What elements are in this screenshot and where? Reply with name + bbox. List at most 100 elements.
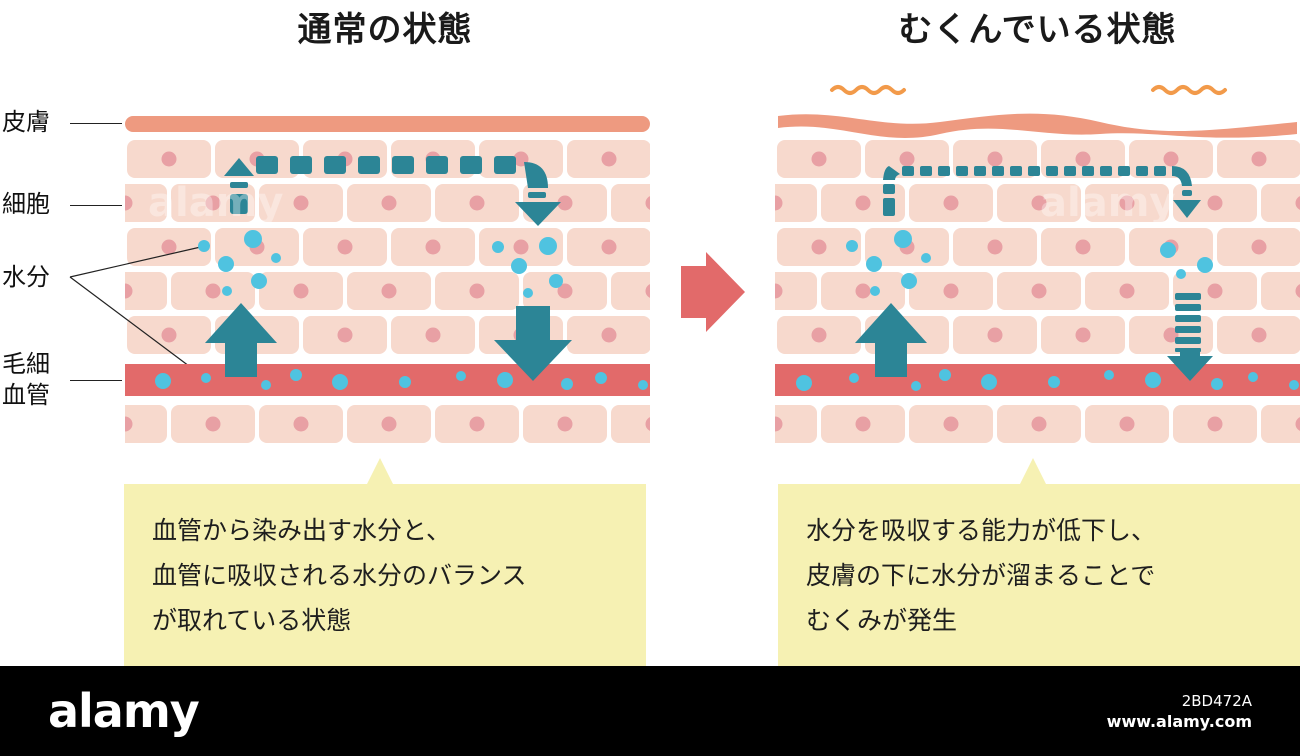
wavy-line-icon bbox=[1151, 85, 1227, 95]
footer-bar: alamy 2BD472A www.alamy.com bbox=[0, 666, 1300, 756]
water-drop bbox=[497, 372, 513, 388]
cell-nucleus bbox=[1163, 327, 1179, 343]
water-drop bbox=[271, 253, 281, 263]
cell-nucleus bbox=[381, 195, 397, 211]
water-drop bbox=[1248, 372, 1258, 382]
cell-nucleus bbox=[811, 327, 827, 343]
cell-nucleus bbox=[775, 283, 783, 299]
water-drop bbox=[218, 256, 234, 272]
cell-nucleus bbox=[1031, 195, 1047, 211]
water-drop bbox=[921, 253, 931, 263]
cell bbox=[775, 184, 817, 222]
water-drop bbox=[796, 375, 812, 391]
caption-box-normal: 血管から染み出す水分と、 血管に吸収される水分のバランス が取れている状態 bbox=[124, 458, 646, 666]
caption-line: が取れている状態 bbox=[152, 606, 352, 635]
cell-nucleus bbox=[293, 283, 309, 299]
cell-nucleus bbox=[469, 195, 485, 211]
cell-nucleus bbox=[987, 151, 1003, 167]
cell-nucleus bbox=[987, 239, 1003, 255]
cell-nucleus bbox=[855, 416, 871, 432]
dashed-flow-swollen bbox=[883, 166, 1201, 352]
cell-nucleus bbox=[205, 283, 221, 299]
cell-nucleus bbox=[1251, 151, 1267, 167]
cell-nucleus bbox=[855, 283, 871, 299]
water-drop bbox=[1289, 380, 1299, 390]
water-drop bbox=[870, 286, 880, 296]
caption-line: 皮膚の下に水分が溜まることで bbox=[806, 561, 1156, 590]
cell-nucleus bbox=[205, 416, 221, 432]
caption-line: 血管に吸収される水分のバランス bbox=[152, 561, 527, 590]
watermark: alamy bbox=[148, 180, 284, 226]
caption-text-swollen: 水分を吸収する能力が低下し、 皮膚の下に水分が溜まることで むくみが発生 bbox=[806, 508, 1156, 643]
cell-nucleus bbox=[899, 151, 915, 167]
cell-nucleus bbox=[645, 284, 650, 298]
cell-nucleus bbox=[690, 152, 705, 167]
leader-capillary bbox=[70, 380, 122, 381]
cell-nucleus bbox=[205, 195, 221, 211]
up-arrow-icon bbox=[205, 303, 277, 377]
cell bbox=[655, 228, 739, 266]
cell-nucleus bbox=[601, 239, 617, 255]
down-arrow-icon bbox=[1167, 352, 1213, 381]
leader-skin bbox=[70, 123, 122, 124]
diagram-illustration bbox=[69, 85, 1300, 443]
cell-nucleus bbox=[425, 327, 441, 343]
cell-nucleus bbox=[557, 416, 573, 432]
cell-nucleus bbox=[943, 416, 959, 432]
cell-nucleus bbox=[855, 195, 871, 211]
cell-nucleus bbox=[293, 416, 309, 432]
footer-url: www.alamy.com bbox=[1106, 712, 1252, 731]
water-drop bbox=[866, 256, 882, 272]
cell-nucleus bbox=[811, 151, 827, 167]
cell-nucleus bbox=[1251, 239, 1267, 255]
skin-layer-swollen bbox=[778, 113, 1297, 138]
water-drop bbox=[222, 286, 232, 296]
water-drop bbox=[155, 373, 171, 389]
leader-water-upper bbox=[69, 245, 206, 278]
caption-box-swollen: 水分を吸収する能力が低下し、 皮膚の下に水分が溜まることで むくみが発生 bbox=[778, 458, 1300, 666]
cell-nucleus bbox=[1031, 416, 1047, 432]
cell-nucleus bbox=[1119, 195, 1135, 211]
cell-nucleus bbox=[601, 151, 617, 167]
cell bbox=[655, 140, 739, 178]
cell-nucleus bbox=[775, 195, 783, 211]
cell-nucleus bbox=[1295, 417, 1300, 431]
cell-nucleus bbox=[469, 416, 485, 432]
cell-nucleus bbox=[943, 195, 959, 211]
cell-nucleus bbox=[381, 283, 397, 299]
leader-water-lower bbox=[69, 276, 206, 379]
label-capillary-line2: 血管 bbox=[2, 381, 50, 409]
water-drop bbox=[1176, 269, 1186, 279]
label-skin: 皮膚 bbox=[2, 108, 50, 136]
water-drop bbox=[332, 374, 348, 390]
water-drop bbox=[244, 230, 262, 248]
caption-text-normal: 血管から染み出す水分と、 血管に吸収される水分のバランス が取れている状態 bbox=[152, 508, 527, 643]
caption-line: むくみが発生 bbox=[806, 606, 958, 635]
down-arrow-icon bbox=[494, 306, 572, 381]
cell bbox=[775, 405, 817, 443]
water-drop bbox=[251, 273, 267, 289]
water-drop bbox=[492, 241, 504, 253]
cell-nucleus bbox=[775, 416, 783, 432]
cell-nucleus bbox=[1207, 283, 1223, 299]
water-drop bbox=[939, 369, 951, 381]
water-drop bbox=[1048, 376, 1060, 388]
cell-nucleus bbox=[381, 416, 397, 432]
water-drops bbox=[155, 230, 1299, 391]
water-drop bbox=[539, 237, 557, 255]
cell bbox=[655, 316, 739, 354]
cell-nucleus bbox=[811, 239, 827, 255]
capillary-normal bbox=[125, 364, 650, 396]
cell bbox=[125, 184, 167, 222]
cell-nucleus bbox=[337, 327, 353, 343]
cell-nucleus bbox=[601, 327, 617, 343]
water-drop bbox=[198, 240, 210, 252]
cell-nucleus bbox=[1295, 284, 1300, 298]
leader-cells bbox=[70, 205, 122, 206]
cell bbox=[775, 272, 817, 310]
dashed-flow-normal bbox=[224, 156, 561, 226]
cell-nucleus bbox=[161, 239, 177, 255]
cell-nucleus bbox=[125, 195, 133, 211]
cell-nucleus bbox=[1163, 151, 1179, 167]
cell-nucleus bbox=[987, 327, 1003, 343]
